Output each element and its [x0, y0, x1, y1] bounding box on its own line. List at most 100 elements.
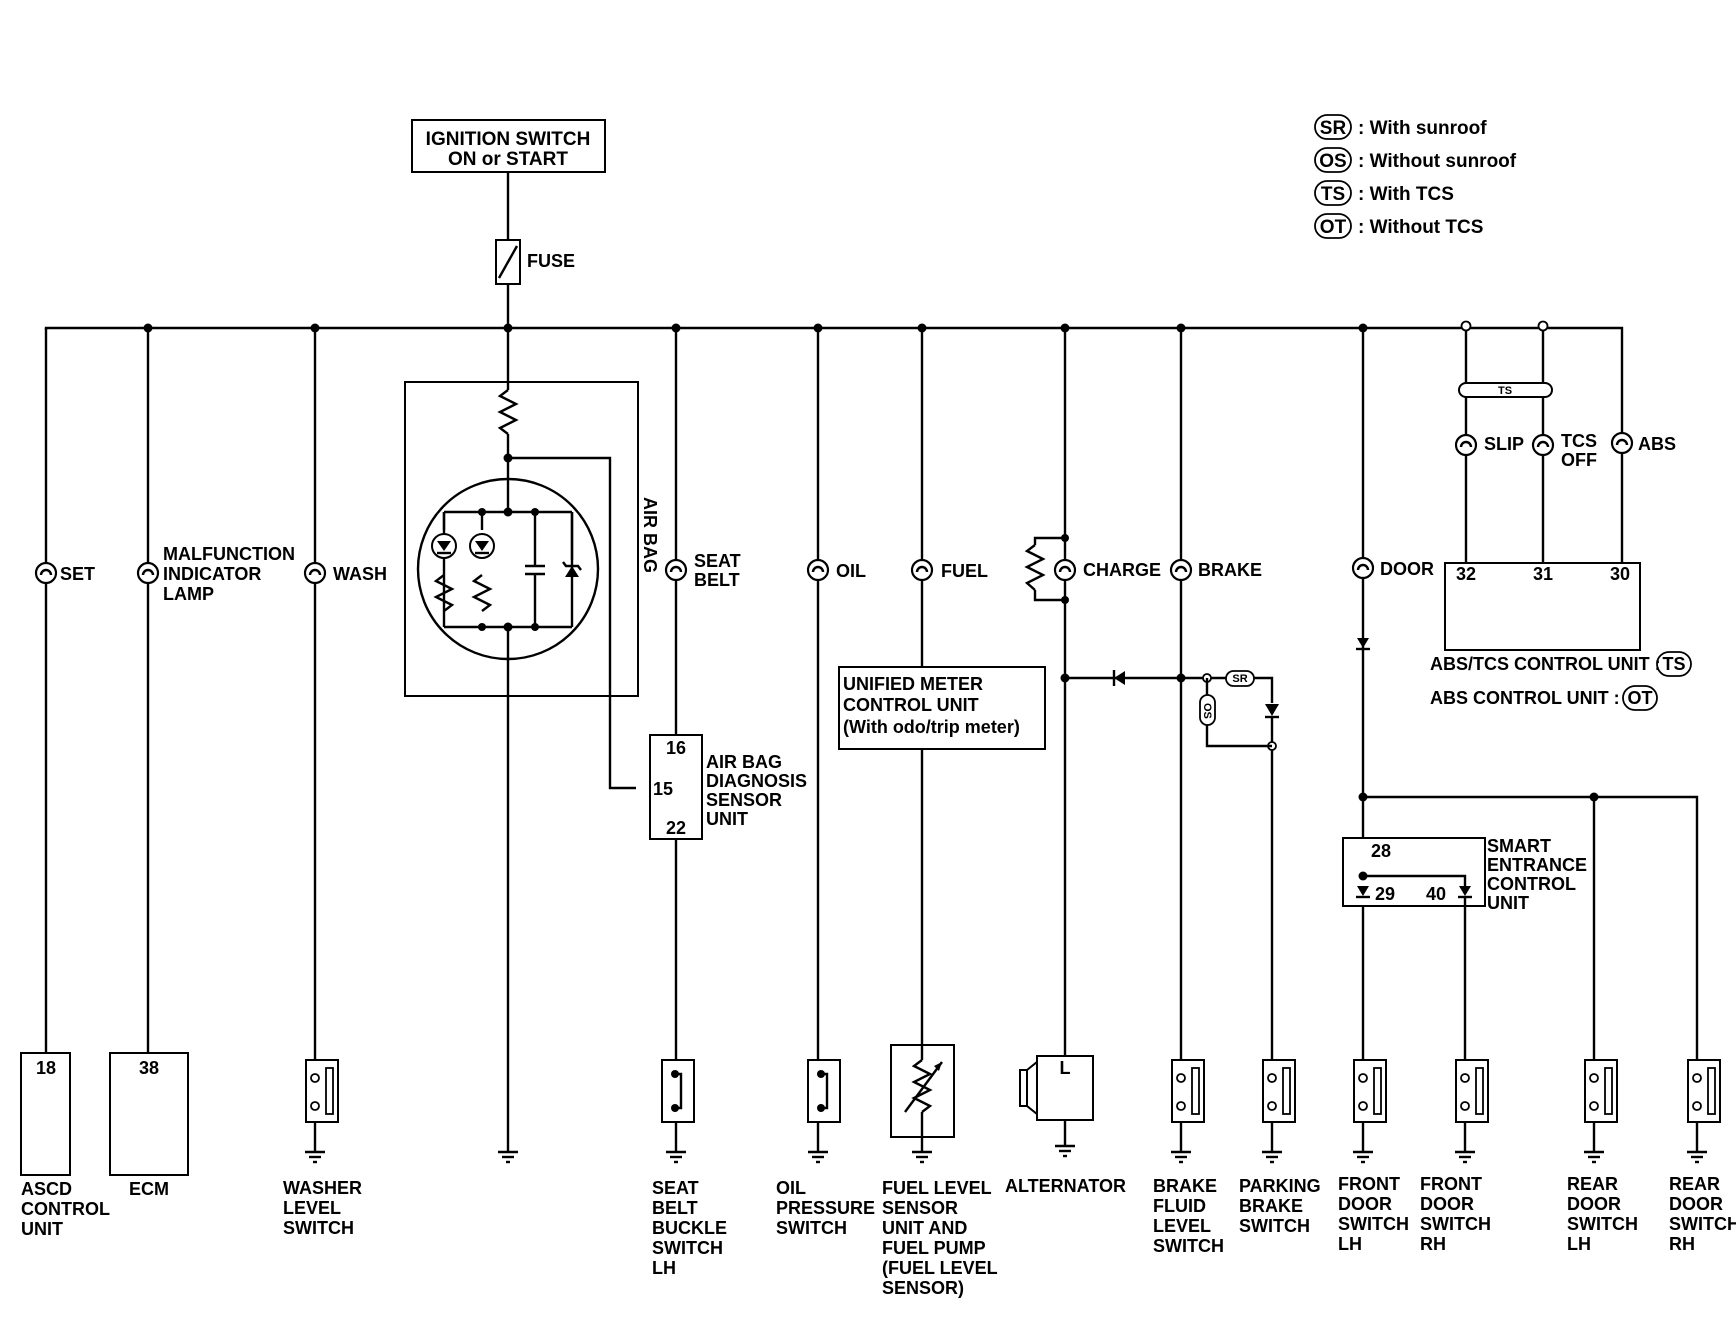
fuellevel-label-4: FUEL PUMP [882, 1238, 986, 1258]
smart-label-1: SMART [1487, 836, 1551, 856]
indicator-tcsoff-label-2: OFF [1561, 450, 1597, 470]
abs-tcs-control-unit: 32 31 30 ABS/TCS CONTROL UNIT : TS ABS C… [1430, 562, 1692, 711]
washer-level-switch: WASHER LEVEL SWITCH [283, 1059, 362, 1238]
smart-entrance-control-unit: 28 29 40 SMART ENTRANCE CONTROL UNIT [1342, 836, 1587, 1060]
rearrh-label-4: RH [1669, 1234, 1695, 1254]
indicator-fuel: FUEL [910, 558, 988, 582]
seatbuckle-label-3: BUCKLE [652, 1218, 727, 1238]
legend-code-os: OS [1319, 151, 1346, 172]
fuellevel-label-1: FUEL LEVEL [882, 1178, 992, 1198]
indicator-wash: WASH [303, 561, 387, 585]
indicator-door: DOOR [1351, 556, 1434, 651]
indicator-mil-label-1: MALFUNCTION [163, 544, 295, 564]
oilpressure-label-2: PRESSURE [776, 1198, 875, 1218]
indicator-charge: CHARGE [1024, 534, 1161, 604]
indicator-brake: BRAKE [1169, 558, 1262, 582]
smart-label-3: CONTROL [1487, 874, 1576, 894]
os-tag: OS [1201, 703, 1213, 719]
frontlh-label-1: FRONT [1338, 1174, 1400, 1194]
frontlh-label-4: LH [1338, 1234, 1362, 1254]
unified-meter-label-2: CONTROL UNIT [843, 695, 979, 715]
frontrh-label-4: RH [1420, 1234, 1446, 1254]
abs-label: ABS CONTROL UNIT : [1430, 688, 1620, 708]
indicator-charge-label: CHARGE [1083, 560, 1161, 580]
fuse-label: FUSE [527, 251, 575, 271]
front-door-switch-lh: FRONT DOOR SWITCH LH [1338, 1059, 1409, 1254]
ts-tag: TS [1498, 385, 1512, 397]
airbag-diag-label-3: SENSOR [706, 790, 782, 810]
indicator-oil: OIL [806, 558, 866, 582]
ignition-label-line1: IGNITION SWITCH [426, 129, 591, 150]
indicator-set: SET [34, 561, 95, 585]
main-bus [44, 326, 1624, 330]
parking-brake-switch: PARKING BRAKE SWITCH [1239, 1059, 1321, 1236]
rearlh-label-4: LH [1567, 1234, 1591, 1254]
washer-label-3: SWITCH [283, 1218, 354, 1238]
seatbuckle-label-5: LH [652, 1258, 676, 1278]
airbag-diag-label-1: AIR BAG [706, 752, 782, 772]
sr-tag: SR [1232, 673, 1247, 685]
indicator-seatbelt-label-2: BELT [694, 570, 740, 590]
ascd-pin: 18 [36, 1058, 56, 1078]
smart-label-2: ENTRANCE [1487, 855, 1587, 875]
indicator-oil-label: OIL [836, 561, 866, 581]
ecm: 38 ECM [109, 1052, 189, 1199]
frontrh-label-2: DOOR [1420, 1194, 1474, 1214]
fuse: FUSE [495, 239, 575, 285]
airbag-diag-pin-22: 22 [666, 818, 686, 838]
legend-text-os: : Without sunroof [1358, 151, 1517, 172]
unified-meter-label-1: UNIFIED METER [843, 674, 983, 694]
airbag-diag-pin-16: 16 [666, 738, 686, 758]
brakefluid-label-4: SWITCH [1153, 1236, 1224, 1256]
fuel-level-sensor-unit: FUEL LEVEL SENSOR UNIT AND FUEL PUMP (FU… [882, 1044, 998, 1298]
fuellevel-label-3: UNIT AND [882, 1218, 967, 1238]
indicator-mil: MALFUNCTION INDICATOR LAMP [136, 544, 295, 604]
indicator-slip-label: SLIP [1484, 434, 1524, 454]
legend-text-ts: : With TCS [1358, 184, 1454, 205]
indicator-wash-label: WASH [333, 564, 387, 584]
legend-code-ts: TS [1321, 184, 1345, 205]
seatbuckle-label-4: SWITCH [652, 1238, 723, 1258]
indicator-mil-label-2: INDICATOR [163, 564, 261, 584]
alternator: L ALTERNATOR [1005, 1055, 1126, 1196]
seatbuckle-label-1: SEAT [652, 1178, 699, 1198]
parkingbrake-label-3: SWITCH [1239, 1216, 1310, 1236]
legend-code-sr: SR [1320, 118, 1347, 139]
ascd-control-unit: 18 ASCD CONTROL UNIT [20, 1052, 110, 1239]
indicator-set-label: SET [60, 564, 95, 584]
indicator-seatbelt: SEAT BELT [664, 551, 741, 590]
airbag-diag-label-2: DIAGNOSIS [706, 771, 807, 791]
brakefluid-label-3: LEVEL [1153, 1216, 1211, 1236]
parkingbrake-label-1: PARKING [1239, 1176, 1321, 1196]
abs-tcs-label-code: TS [1662, 654, 1685, 674]
rearrh-label-1: REAR [1669, 1174, 1720, 1194]
legend-code-ot: OT [1320, 217, 1347, 238]
indicator-tcs-off: TCS OFF [1531, 431, 1597, 470]
ascd-label-3: UNIT [21, 1219, 63, 1239]
brakefluid-label-1: BRAKE [1153, 1176, 1217, 1196]
rearrh-label-2: DOOR [1669, 1194, 1723, 1214]
ecm-pin: 38 [139, 1058, 159, 1078]
brakefluid-label-2: FLUID [1153, 1196, 1206, 1216]
rear-door-switch-lh: REAR DOOR SWITCH LH [1567, 1059, 1638, 1254]
parkingbrake-label-2: BRAKE [1239, 1196, 1303, 1216]
frontrh-label-1: FRONT [1420, 1174, 1482, 1194]
fuellevel-label-2: SENSOR [882, 1198, 958, 1218]
indicator-abs: ABS [1610, 431, 1676, 455]
indicator-fuel-label: FUEL [941, 561, 988, 581]
rearlh-label-3: SWITCH [1567, 1214, 1638, 1234]
washer-label-2: LEVEL [283, 1198, 341, 1218]
rearrh-label-3: SWITCH [1669, 1214, 1736, 1234]
oilpressure-label-1: OIL [776, 1178, 806, 1198]
sunroof-option-branch: SR OS [1181, 670, 1279, 1060]
indicator-seatbelt-label-1: SEAT [694, 551, 741, 571]
abs-pin-31: 31 [1533, 564, 1553, 584]
airbag-diag-label-4: UNIT [706, 809, 748, 829]
alternator-label: ALTERNATOR [1005, 1176, 1126, 1196]
rearlh-label-2: DOOR [1567, 1194, 1621, 1214]
abs-label-code: OT [1628, 688, 1653, 708]
indicator-slip: SLIP [1454, 433, 1524, 457]
airbag-diagnosis-sensor-unit: 16 15 22 AIR BAG DIAGNOSIS SENSOR UNIT [649, 734, 807, 840]
ascd-label-2: CONTROL [21, 1199, 110, 1219]
